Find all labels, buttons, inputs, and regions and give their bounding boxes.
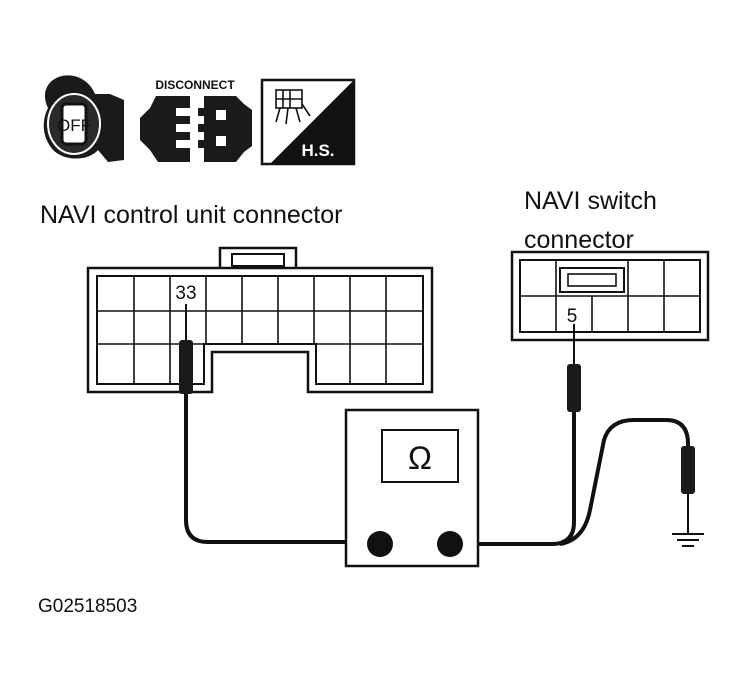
harness-side-label: H.S. [301,141,334,160]
disconnect-label: DISCONNECT [155,78,235,92]
ohmmeter: Ω [344,408,480,568]
switch-connector-label-line2: connector [524,226,634,254]
figure-id: G02518503 [38,596,137,617]
switch-connector-label-line1: NAVI switch [524,187,657,215]
left-probe [179,304,372,544]
control-unit-connector: 33 [86,246,434,394]
ignition-key-off-icon: OFF [43,75,124,162]
ground-probe [559,418,695,546]
ground-icon [672,533,704,547]
harness-side-icon: H.S. [260,78,356,166]
terminal-33-label: 33 [175,283,196,304]
ignition-off-label: OFF [57,116,91,135]
meter-terminal-right [437,531,463,557]
meter-terminal-left [367,531,393,557]
switch-connector: 5 [510,250,710,342]
ohm-symbol: Ω [408,440,432,476]
right-probe [450,324,581,546]
control-unit-connector-label: NAVI control unit connector [40,201,342,229]
disconnect-connector-icon: DISCONNECT [140,78,252,162]
terminal-5-label: 5 [567,306,578,327]
